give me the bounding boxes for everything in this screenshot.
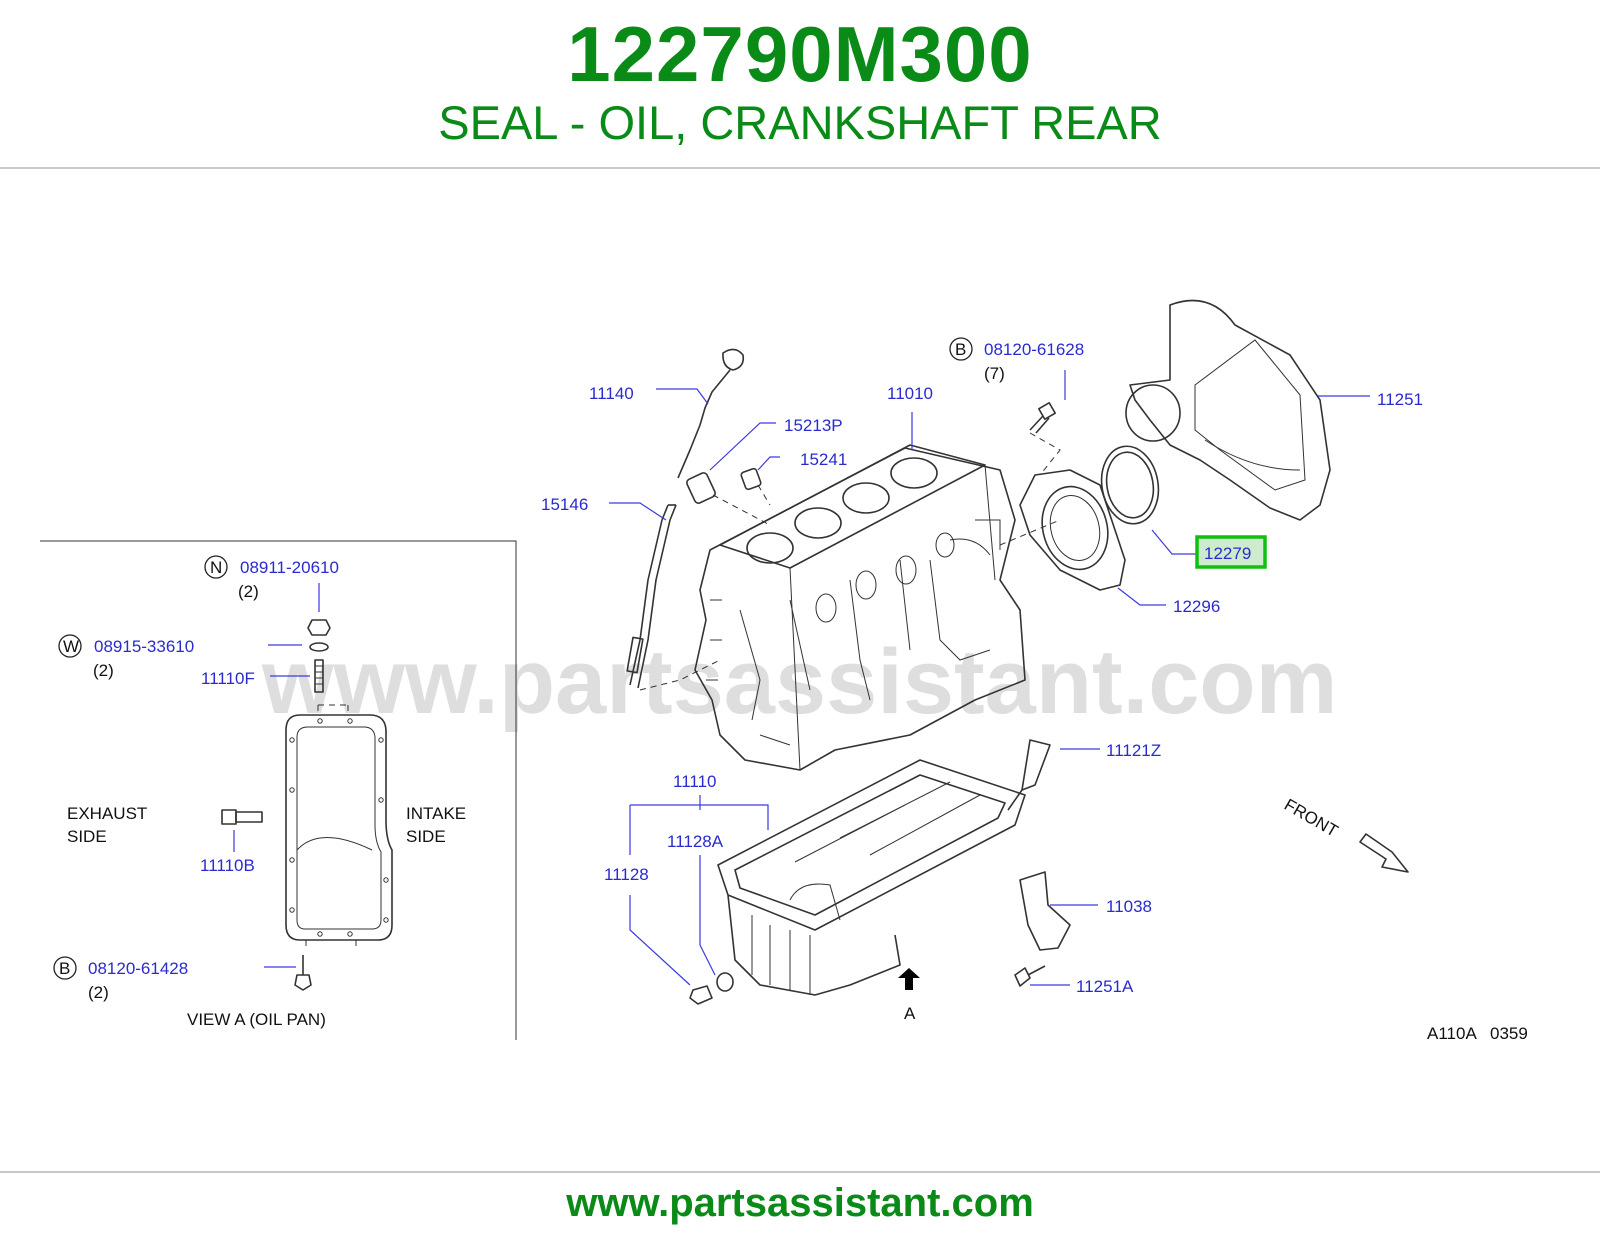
plugs — [686, 467, 771, 526]
view-a-arrow — [898, 968, 920, 990]
label-11128: 11128 — [604, 865, 649, 884]
label-11038: 11038 — [1106, 897, 1152, 916]
label-15213p: 15213P — [784, 416, 843, 435]
label-11121z: 11121Z — [1106, 741, 1161, 760]
label-08120-61428: 08120-61428 — [88, 959, 188, 978]
bolt-08120-61628 — [1029, 402, 1061, 476]
badge-n: N — [210, 558, 222, 577]
label-15241: 15241 — [800, 450, 847, 469]
seal-retainer — [1019, 469, 1126, 591]
label-11140: 11140 — [589, 384, 634, 403]
footer-divider — [0, 1171, 1600, 1173]
label-11128a: 11128A — [667, 832, 724, 851]
label-11110f: 11110F — [201, 669, 255, 688]
label-11251: 11251 — [1377, 390, 1423, 409]
qty-08911-20610: (2) — [238, 582, 259, 601]
inset-view-a: N 08911-20610 (2) W 08915-33610 (2) 1111… — [40, 540, 517, 1040]
header-divider — [0, 167, 1600, 169]
badge-w: W — [63, 637, 79, 656]
label-11110: 11110 — [673, 772, 717, 791]
label-11010: 11010 — [887, 384, 933, 403]
qty-08120-61428: (2) — [88, 983, 109, 1002]
oil-pan — [717, 739, 1051, 996]
label-08915-33610: 08915-33610 — [94, 637, 194, 656]
intake-side-line1: INTAKE — [406, 804, 466, 823]
oil-pan-top-view — [285, 704, 393, 948]
front-label: FRONT — [1281, 795, 1341, 841]
exhaust-side-line2: SIDE — [67, 827, 107, 846]
label-12279: 12279 — [1204, 544, 1251, 563]
label-11251a: 11251A — [1076, 977, 1134, 996]
label-11110b: 11110B — [200, 856, 255, 875]
qty-08915-33610: (2) — [93, 661, 114, 680]
dipstick-and-tube — [626, 348, 745, 689]
part-number-title: 122790M300 — [567, 10, 1033, 98]
watermark: www.partsassistant.com — [261, 631, 1337, 733]
crankshaft-rear-oil-seal — [1100, 445, 1160, 525]
intake-side-line2: SIDE — [406, 827, 446, 846]
qty-08120-61628: (7) — [984, 364, 1005, 383]
drain-plug — [689, 972, 734, 1005]
stud-nut-washer-parts — [221, 619, 331, 991]
leader-lines — [609, 370, 1370, 986]
badge-b-main: B — [955, 340, 966, 359]
label-08120-61628: 08120-61628 — [984, 340, 1084, 359]
front-arrow — [1359, 833, 1409, 873]
exhaust-side-line1: EXHAUST — [67, 804, 147, 823]
label-15146: 15146 — [541, 495, 588, 514]
view-a-label: A — [904, 1004, 916, 1023]
inset-caption: VIEW A (OIL PAN) — [187, 1010, 326, 1029]
highlight-box-12279 — [1195, 535, 1267, 569]
diagram-code: A110A 0359 — [1427, 1024, 1528, 1043]
rear-plate — [1125, 299, 1331, 521]
label-12296: 12296 — [1173, 597, 1220, 616]
label-08911-20610: 08911-20610 — [240, 558, 339, 577]
cylinder-block — [694, 444, 1026, 771]
badge-b-inset: B — [59, 959, 70, 978]
part-description: SEAL - OIL, CRANKSHAFT REAR — [438, 96, 1162, 149]
footer-website[interactable]: www.partsassistant.com — [566, 1181, 1034, 1225]
bracket-and-bolt — [1014, 871, 1071, 987]
